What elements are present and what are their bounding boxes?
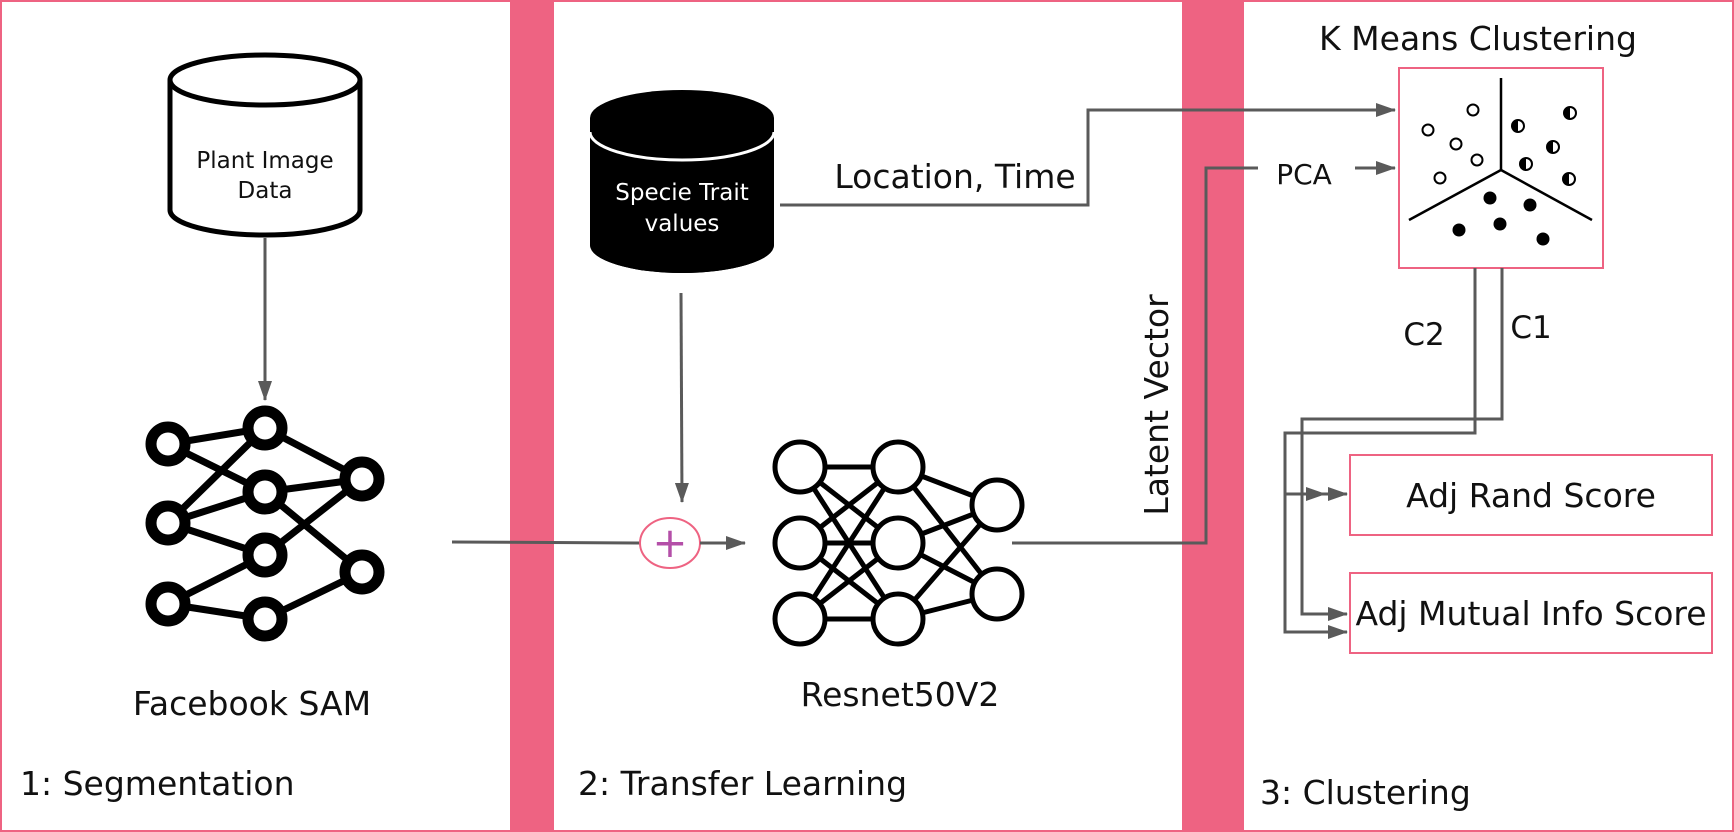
- c2-label: C2: [1403, 317, 1444, 353]
- c1-label: C1: [1510, 310, 1551, 346]
- kmeans-cluster-filled-points: [1452, 191, 1550, 246]
- specie-trait-database-icon: [588, 90, 776, 273]
- section-2-label: 2: Transfer Learning: [578, 764, 907, 803]
- facebook-sam-label: Facebook SAM: [133, 684, 371, 723]
- kmeans-cluster-open-points: [1421, 103, 1484, 185]
- section-3-label: 3: Clustering: [1260, 773, 1471, 812]
- pca-label: PCA: [1276, 158, 1332, 191]
- section-divider-1: [510, 0, 554, 832]
- arrow-location-time-to-kmeans: [780, 103, 1396, 207]
- plant-image-label-line2: Data: [238, 178, 293, 204]
- resnet-label: Resnet50V2: [801, 675, 1000, 714]
- specie-trait-label-line1: Specie Trait: [615, 180, 748, 206]
- resnet-network-icon: [772, 439, 1025, 647]
- arrow-c1-to-metrics: [1300, 268, 1504, 621]
- section-1-label: 1: Segmentation: [20, 764, 295, 803]
- kmeans-partition-lines: [1408, 78, 1593, 222]
- section-divider-2: [1182, 0, 1244, 832]
- adj-rand-score-box: [1349, 454, 1713, 536]
- arrow-trait-to-merge: [674, 292, 689, 503]
- arrow-sam-to-merge: [451, 540, 641, 545]
- merge-plus-symbol: +: [652, 518, 687, 567]
- facebook-sam-network-icon: [145, 405, 385, 642]
- arrow-c2-to-metrics: [1283, 268, 1477, 639]
- plant-image-database-icon: [167, 52, 363, 238]
- specie-trait-label-line2: values: [645, 211, 720, 237]
- kmeans-cluster-half-points: [1511, 106, 1577, 186]
- latent-vector-label: Latent Vector: [1137, 294, 1176, 516]
- arrow-resnet-to-pca: [1012, 166, 1258, 545]
- adj-rand-score-label: Adj Rand Score: [1406, 476, 1656, 515]
- plant-image-label-line1: Plant Image: [196, 148, 333, 174]
- kmeans-title: K Means Clustering: [1319, 19, 1637, 58]
- adj-mutual-info-score-box: [1349, 572, 1713, 654]
- adj-mutual-info-score-label: Adj Mutual Info Score: [1355, 594, 1706, 633]
- location-time-label: Location, Time: [834, 157, 1075, 196]
